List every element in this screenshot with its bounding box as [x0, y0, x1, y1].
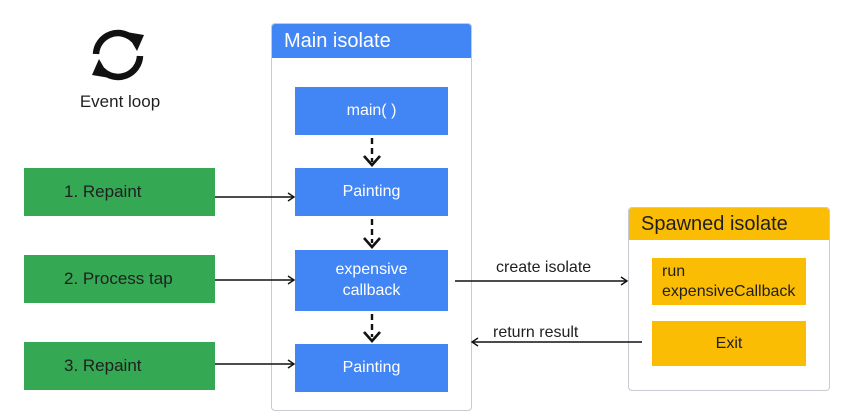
event-process-tap: 2. Process tap	[24, 255, 215, 303]
spawned-isolate-title: Spawned isolate	[629, 208, 829, 240]
run-label: run	[662, 262, 686, 280]
expensive-callback-label: expensive callback	[335, 260, 408, 299]
main-function-box: main( )	[295, 87, 448, 135]
return-result-label: return result	[493, 324, 579, 341]
main-isolate-title: Main isolate	[272, 24, 471, 58]
run-expensive-callback-box: run expensiveCallback	[652, 258, 806, 305]
painting-box-1: Painting	[295, 168, 448, 216]
expensive-callback-box: expensive callback	[295, 250, 448, 311]
event-loop-label: Event loop	[79, 92, 161, 111]
event-repaint-1: 1. Repaint	[24, 168, 215, 216]
expensive-callback-name: expensiveCallback	[662, 282, 796, 300]
create-isolate-label: create isolate	[496, 259, 592, 276]
sync-arrows-icon	[82, 26, 154, 84]
exit-box: Exit	[652, 321, 806, 366]
event-repaint-2: 3. Repaint	[24, 342, 215, 390]
painting-box-2: Painting	[295, 344, 448, 392]
